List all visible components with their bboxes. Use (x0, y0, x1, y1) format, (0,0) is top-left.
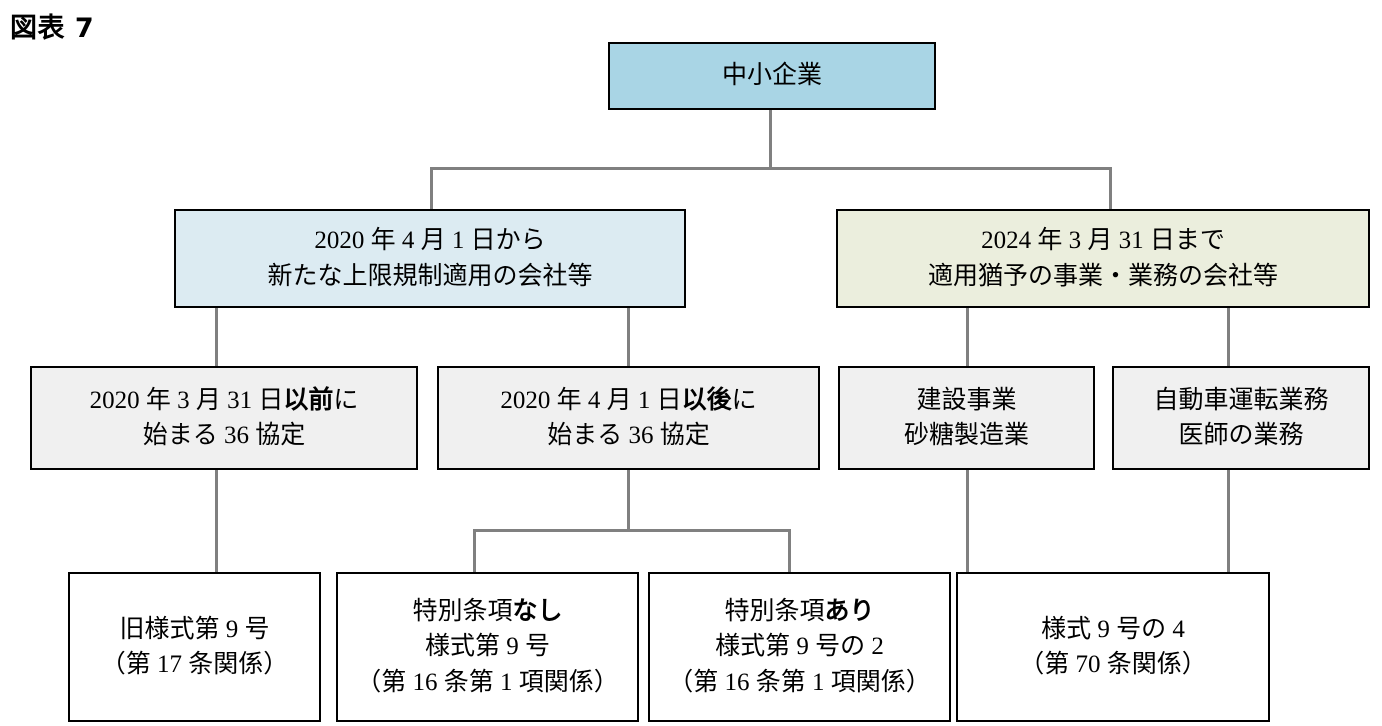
node-leaf-construction-sugar-line1: 建設事業 (916, 386, 1017, 414)
connector-to-branch-left (430, 167, 433, 211)
figure-title: 図表 7 (10, 13, 95, 44)
connector-leaf-construction-to-form-9-4 (966, 470, 969, 573)
node-form-old-style-9[interactable]: 旧様式第 9 号 （第 17 条関係） (68, 572, 321, 722)
node-form-style-9-2-with-special-clause[interactable]: 特別条項あり 様式第 9 号の 2 （第 16 条第 1 項関係） (648, 572, 951, 722)
node-leaf-agreement-after[interactable]: 2020 年 4 月 1 日以後に 始まる 36 協定 (437, 366, 820, 470)
node-leaf-construction-sugar-line2: 砂糖製造業 (903, 422, 1029, 449)
connector-fork-to-form-9-2 (788, 529, 791, 573)
node-branch-grace-period-line1: 2024 年 3 月 31 日まで (981, 227, 1225, 254)
node-leaf-driving-doctor-line1: 自動車運転業務 (1153, 386, 1329, 414)
leaf-after-post: に (731, 386, 757, 414)
node-branch-grace-period-line2: 適用猶予の事業・業務の会社等 (927, 262, 1278, 290)
leaf-before-post: に (333, 386, 359, 414)
node-leaf-driving-doctor[interactable]: 自動車運転業務 医師の業務 (1112, 366, 1370, 470)
connector-branch-left-to-leaf-before (215, 308, 218, 366)
node-form-style-9-2-with-special-clause-line3: （第 16 条第 1 項関係） (668, 668, 931, 696)
node-form-style-9-no-special-clause-line2: 様式第 9 号 (424, 633, 550, 661)
node-leaf-agreement-before[interactable]: 2020 年 3 月 31 日以前に 始まる 36 協定 (30, 366, 418, 470)
connector-branch-right-to-leaf-construction (966, 308, 969, 366)
node-leaf-agreement-after-line2: 始まる 36 協定 (547, 422, 710, 449)
form-9-emphasis: なし (512, 597, 563, 625)
connector-to-branch-right (1109, 167, 1112, 211)
node-form-style-9-no-special-clause[interactable]: 特別条項なし 様式第 9 号 （第 16 条第 1 項関係） (336, 572, 639, 722)
node-leaf-agreement-after-line1: 2020 年 4 月 1 日以後に (500, 383, 756, 419)
connector-leaf-before-to-form-old9 (215, 470, 218, 573)
node-form-style-9-no-special-clause-line3: （第 16 条第 1 項関係） (356, 668, 619, 696)
connector-root-down (769, 110, 772, 170)
node-branch-new-limit[interactable]: 2020 年 4 月 1 日から 新たな上限規制適用の会社等 (174, 209, 686, 308)
node-form-style-9-4-line1: 様式 9 号の 4 (1041, 615, 1185, 643)
connector-fork-to-form-9 (473, 529, 476, 573)
node-form-style-9-2-with-special-clause-line2: 様式第 9 号の 2 (715, 633, 884, 661)
node-root-sme[interactable]: 中小企業 (608, 42, 936, 110)
node-leaf-agreement-before-line1: 2020 年 3 月 31 日以前に (90, 383, 359, 419)
leaf-after-emphasis: 以後 (681, 386, 732, 414)
node-branch-new-limit-line1: 2020 年 4 月 1 日から (314, 227, 546, 254)
node-branch-new-limit-line2: 新たな上限規制適用の会社等 (267, 262, 593, 290)
node-form-old-style-9-line2: （第 17 条関係） (100, 651, 289, 678)
node-form-style-9-4-line2: （第 70 条関係） (1019, 651, 1207, 678)
form-9-pre: 特別条項 (412, 597, 513, 625)
leaf-before-emphasis: 以前 (283, 386, 334, 414)
node-form-style-9-no-special-clause-line1: 特別条項なし (412, 594, 562, 630)
connector-branch-left-to-leaf-after (627, 308, 630, 366)
node-branch-grace-period[interactable]: 2024 年 3 月 31 日まで 適用猶予の事業・業務の会社等 (836, 209, 1370, 308)
connector-form-fork-bar (473, 529, 791, 532)
form-9-2-emphasis: あり (824, 597, 875, 625)
leaf-after-pre: 2020 年 4 月 1 日 (500, 386, 682, 414)
node-root-sme-line1: 中小企業 (721, 62, 822, 90)
form-9-2-pre: 特別条項 (724, 597, 825, 625)
node-form-style-9-4[interactable]: 様式 9 号の 4 （第 70 条関係） (956, 572, 1270, 722)
node-form-old-style-9-line1: 旧様式第 9 号 (119, 615, 270, 643)
connector-leaf-driving-to-form-9-4 (1227, 470, 1230, 573)
connector-level1-bar (430, 167, 1112, 170)
leaf-before-pre: 2020 年 3 月 31 日 (89, 386, 284, 414)
connector-leaf-after-down (627, 470, 630, 532)
connector-branch-right-to-leaf-driving (1227, 308, 1230, 366)
node-form-style-9-2-with-special-clause-line1: 特別条項あり (724, 594, 874, 630)
node-leaf-construction-sugar[interactable]: 建設事業 砂糖製造業 (838, 366, 1095, 470)
node-leaf-driving-doctor-line2: 医師の業務 (1178, 422, 1304, 449)
node-leaf-agreement-before-line2: 始まる 36 協定 (142, 422, 306, 449)
